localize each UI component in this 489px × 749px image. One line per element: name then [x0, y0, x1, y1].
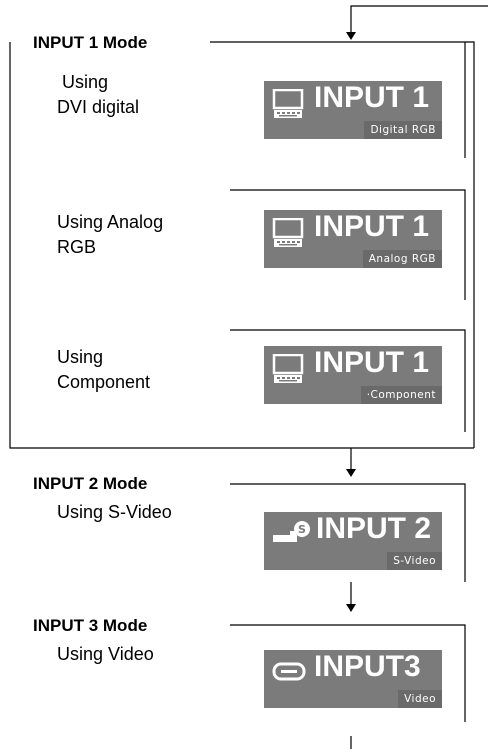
- arrow-head-input2: [346, 469, 356, 477]
- separator-1: [230, 189, 466, 300]
- separator-2: [230, 329, 466, 432]
- input3-description: Using Video: [57, 644, 154, 664]
- osd-input1-digital-rgb: INPUT 1 Digital RGB: [264, 81, 442, 139]
- input2-description: Using S-Video: [57, 502, 172, 522]
- arrow-head-top: [346, 32, 356, 40]
- input2-mode-title: INPUT 2 Mode: [33, 474, 148, 494]
- osd-title: INPUT 1: [314, 81, 430, 114]
- arrow-head-input3: [346, 604, 356, 612]
- monitor-keyboard-icon: [272, 217, 306, 253]
- osd-subtitle: ·Component: [360, 386, 442, 404]
- desc-line-2: RGB: [57, 237, 97, 257]
- osd-subtitle: Video: [398, 690, 442, 708]
- osd-title: INPUT 1: [314, 210, 430, 243]
- video-plug-icon: [272, 659, 308, 690]
- input1-frame-left-bottom: [9, 42, 474, 449]
- desc-line-1: Using: [57, 347, 104, 367]
- input1-component-description: Using Component: [57, 345, 150, 395]
- input1-frame-top-right: [210, 41, 475, 448]
- osd-input2-s-video: S INPUT 2 S-Video: [264, 512, 442, 570]
- osd-input1-component: INPUT 1 ·Component: [264, 346, 442, 404]
- monitor-keyboard-icon: [272, 88, 306, 124]
- desc-line-2: DVI digital: [57, 97, 140, 117]
- input1-dvi-description: Using DVI digital: [57, 70, 139, 120]
- input2-frame: [230, 483, 466, 582]
- osd-subtitle: Analog RGB: [362, 250, 442, 268]
- desc-line-1: Using Analog: [57, 212, 164, 232]
- osd-title: INPUT 1: [314, 346, 430, 379]
- svg-text:S: S: [298, 523, 306, 536]
- osd-subtitle: S-Video: [387, 552, 442, 570]
- desc-line-2: Component: [57, 372, 151, 392]
- osd-title: INPUT3: [314, 650, 421, 683]
- osd-input3-video: INPUT3 Video: [264, 650, 442, 708]
- input1-analog-description: Using Analog RGB: [57, 210, 163, 260]
- input1-mode-title: INPUT 1 Mode: [30, 33, 151, 53]
- input3-mode-title: INPUT 3 Mode: [33, 616, 148, 636]
- monitor-keyboard-icon: [272, 353, 306, 389]
- desc-line-1: Using: [62, 72, 109, 92]
- entry-line: [350, 5, 488, 33]
- s-video-plug-icon: S: [272, 518, 312, 555]
- osd-subtitle: Digital RGB: [364, 121, 442, 139]
- osd-title: INPUT 2: [316, 512, 432, 545]
- input3-frame: [230, 624, 466, 722]
- osd-input1-analog-rgb: INPUT 1 Analog RGB: [264, 210, 442, 268]
